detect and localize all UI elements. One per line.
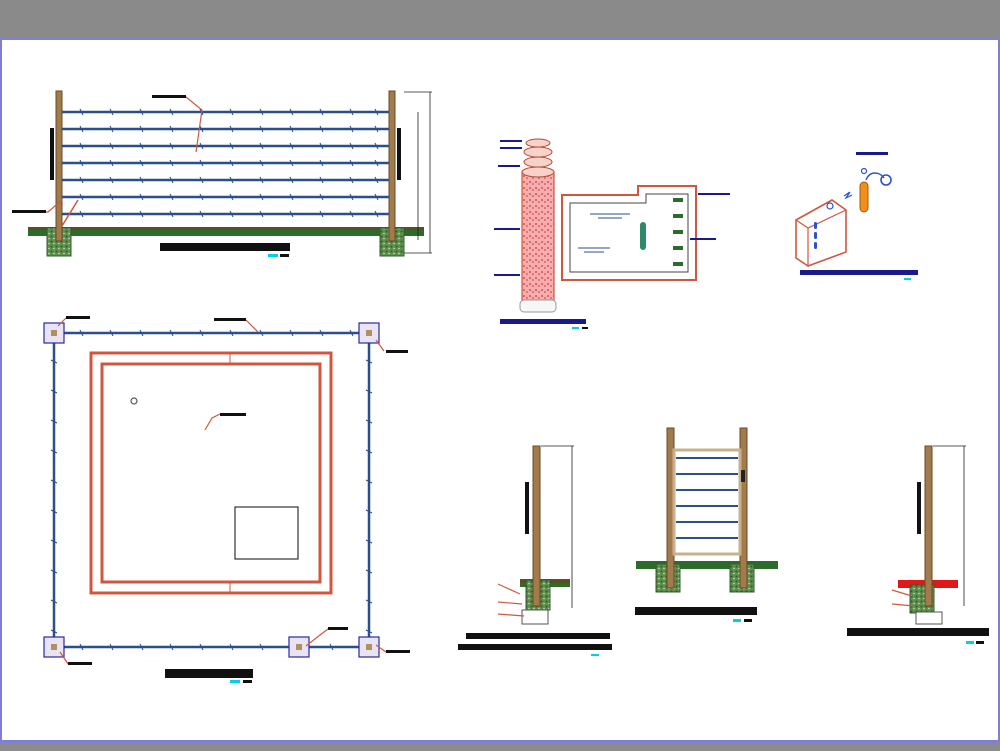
gate-scale-tag	[733, 619, 741, 622]
corner-posts	[43, 322, 380, 658]
energizer-detail	[795, 152, 918, 280]
insulator-scale-text	[582, 327, 588, 329]
brace-left	[61, 199, 79, 227]
section-b-bracket	[917, 482, 921, 534]
section-b-base	[915, 611, 943, 625]
tank-rungs	[673, 198, 683, 266]
tank-inner-wall	[569, 193, 689, 273]
brick-column	[521, 171, 555, 303]
barbed-wire-strands	[62, 110, 389, 216]
energizer-title-bar	[800, 270, 918, 275]
column-base	[519, 299, 557, 313]
elevation-title-bar	[160, 243, 290, 251]
perimeter-barbs	[50, 329, 373, 651]
drain-symbol	[130, 397, 138, 405]
plan-leaders	[57, 317, 387, 665]
section-a-base	[521, 609, 549, 625]
fence-elevation-view	[12, 90, 432, 257]
plan-scale-text	[243, 680, 252, 683]
section-a-scale-tag	[591, 654, 599, 656]
energizer-label-stub	[856, 152, 888, 155]
post-right	[388, 90, 396, 242]
building-outer-wall	[89, 351, 333, 595]
post-insulator-detail	[494, 138, 588, 329]
gate-scale-text	[744, 619, 752, 622]
energizer-box-edges	[795, 209, 847, 266]
gate-ground	[636, 561, 778, 569]
post-section-b	[847, 445, 989, 644]
section-a-dimension	[541, 445, 574, 608]
gate-frame	[672, 448, 742, 556]
plan-label-stubs	[66, 316, 410, 665]
perimeter-wire	[52, 331, 371, 649]
section-a-title-line-1	[466, 633, 610, 639]
corner-post-cores	[51, 330, 372, 650]
building-inner-wall	[100, 362, 322, 584]
insulator-coils	[521, 138, 555, 178]
water-levels	[578, 213, 630, 253]
tank-leaders	[690, 193, 730, 240]
section-b-scale-text	[976, 641, 984, 644]
section-b-dimension	[933, 445, 966, 606]
section-a-post	[532, 445, 541, 607]
section-b-scale-tag	[966, 641, 974, 644]
post-bracket-right	[397, 128, 401, 180]
ground-top-line	[28, 227, 424, 230]
rod-clamp	[860, 167, 868, 175]
inner-hatch	[234, 506, 299, 560]
plan-title-bar	[165, 669, 253, 678]
post-left	[55, 90, 63, 242]
section-b-leaders	[891, 589, 915, 607]
gate-title-bar	[635, 607, 757, 615]
fence-plan-view	[43, 316, 410, 683]
dimension-right	[404, 91, 432, 254]
section-a-bracket	[525, 482, 529, 534]
energizer-scale-tag	[904, 278, 911, 280]
wire-barbs	[79, 108, 379, 218]
elevation-scale-text	[280, 254, 289, 257]
gate-handle	[741, 470, 745, 482]
label-stub-wire	[152, 95, 186, 98]
section-a-title-line-2	[458, 644, 612, 650]
app-top-bar	[0, 0, 1000, 38]
drawing-sheet	[0, 38, 1000, 743]
float-valve	[640, 222, 646, 250]
section-b-post	[924, 445, 933, 607]
energizer-box	[795, 199, 847, 267]
ground-rod	[859, 181, 869, 213]
insulator-title-bar	[500, 319, 586, 324]
energizer-terminals	[814, 222, 817, 249]
tank-section-detail	[561, 185, 730, 281]
plan-scale-tag	[230, 680, 240, 683]
connector-squiggle	[843, 191, 853, 200]
app-bottom-bar	[0, 743, 1000, 751]
gate-wires	[676, 457, 738, 539]
elevation-scale-tag	[268, 254, 278, 257]
section-a-leaders	[497, 583, 525, 617]
label-stub-brace	[12, 210, 46, 213]
ground-strip	[28, 227, 424, 236]
cable-clamp	[880, 174, 892, 186]
gate-elevation	[635, 427, 778, 622]
tank-outer-wall	[561, 185, 697, 281]
energizer-knob	[826, 202, 834, 210]
post-bracket-left	[50, 128, 54, 180]
post-section-a	[458, 445, 612, 656]
section-b-title-bar	[847, 628, 989, 636]
insulator-leaders	[494, 140, 522, 276]
elevation-leaders	[14, 96, 203, 213]
insulator-scale-tag	[572, 327, 579, 329]
